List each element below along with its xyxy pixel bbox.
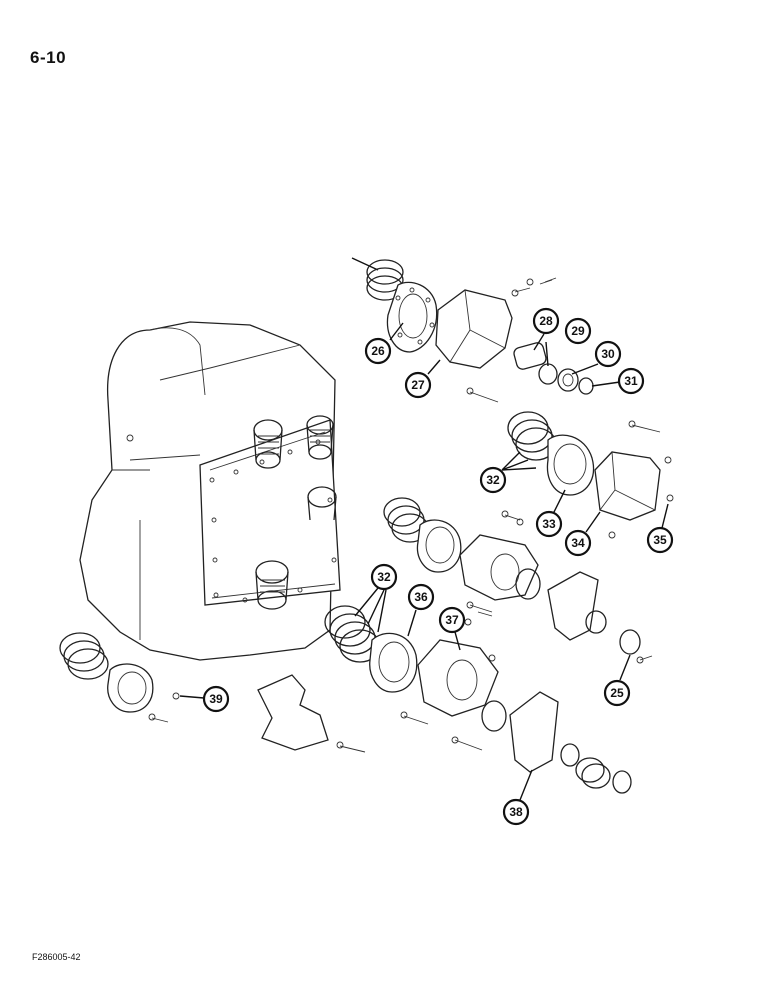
callout-34: 34 bbox=[564, 529, 592, 557]
callout-26: 26 bbox=[364, 337, 392, 365]
callout-25: 25 bbox=[603, 679, 631, 707]
callout-31: 31 bbox=[617, 367, 645, 395]
svg-text:32: 32 bbox=[377, 570, 391, 584]
svg-text:29: 29 bbox=[571, 324, 585, 338]
svg-text:30: 30 bbox=[601, 347, 615, 361]
svg-text:38: 38 bbox=[509, 805, 523, 819]
callout-32-bottom: 32 bbox=[370, 563, 398, 591]
middle-drive-assembly bbox=[383, 411, 674, 664]
left-lower-parts bbox=[59, 632, 366, 753]
callout-39: 39 bbox=[202, 685, 230, 713]
svg-text:39: 39 bbox=[209, 692, 223, 706]
svg-text:32: 32 bbox=[486, 473, 500, 487]
callout-36: 36 bbox=[407, 583, 435, 611]
leader-lines bbox=[179, 322, 669, 801]
callout-33: 33 bbox=[535, 510, 563, 538]
lower-drive-assembly bbox=[324, 605, 632, 794]
callout-28: 28 bbox=[532, 307, 560, 335]
callout-30: 30 bbox=[594, 340, 622, 368]
svg-text:37: 37 bbox=[445, 613, 459, 627]
svg-text:33: 33 bbox=[542, 517, 556, 531]
callout-27: 27 bbox=[404, 371, 432, 399]
svg-text:34: 34 bbox=[571, 536, 585, 550]
callout-32-top: 32 bbox=[479, 466, 507, 494]
transmission-housing bbox=[79, 321, 341, 661]
top-drive-assembly bbox=[351, 257, 594, 403]
page-number: 6-10 bbox=[30, 48, 67, 67]
svg-text:27: 27 bbox=[411, 378, 425, 392]
callout-35: 35 bbox=[646, 526, 674, 554]
svg-text:36: 36 bbox=[414, 590, 428, 604]
figure-code: F286005-42 bbox=[32, 952, 81, 962]
svg-text:26: 26 bbox=[371, 344, 385, 358]
callout-38: 38 bbox=[502, 798, 530, 826]
svg-text:31: 31 bbox=[624, 374, 638, 388]
svg-text:35: 35 bbox=[653, 533, 667, 547]
callout-37: 37 bbox=[438, 606, 466, 634]
callout-29: 29 bbox=[564, 317, 592, 345]
svg-text:28: 28 bbox=[539, 314, 553, 328]
svg-text:25: 25 bbox=[610, 686, 624, 700]
